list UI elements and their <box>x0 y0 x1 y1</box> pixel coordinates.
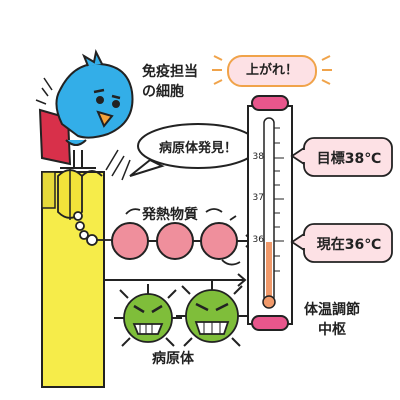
immune-cell-label-line2: の細胞 <box>142 84 184 100</box>
rise-shout: 上がれ！ <box>245 63 298 78</box>
tick-label-36: 36 <box>252 235 264 245</box>
thermometer <box>247 95 293 331</box>
setpoint-bubble <box>290 137 393 177</box>
pyrogen-label: 発熱物質 <box>142 207 198 223</box>
immune-cell-block <box>41 168 105 388</box>
pyrogen-sphere <box>156 222 194 260</box>
mercury-bulb <box>262 295 276 309</box>
current-temp-label: 現在36℃ <box>316 237 382 253</box>
immune-cell-label: 免疫担当 の細胞 <box>142 62 198 102</box>
thermoregulation-center-label: 体温調節 中枢 <box>304 300 360 340</box>
discovery-shout: 病原体発見！ <box>158 141 237 156</box>
alert-swoosh <box>105 149 131 181</box>
mercury-column <box>266 242 272 300</box>
immune-cell-label-line1: 免疫担当 <box>142 64 198 80</box>
pathogen-label: 病原体 <box>152 351 194 367</box>
pyrogen-sphere <box>200 222 238 260</box>
bird-mascot-icon <box>35 48 134 169</box>
pyrogen-chain <box>73 211 112 246</box>
pyrogen-motion-marks <box>125 208 241 266</box>
tick-label-37: 37 <box>252 193 264 203</box>
setpoint-label: 目標38℃ <box>316 151 382 167</box>
germ-icon <box>114 284 182 347</box>
current-bubble <box>290 223 393 263</box>
pyrogen-sphere <box>111 222 149 260</box>
center-label-line2: 中枢 <box>318 322 346 338</box>
tick-label-38: 38 <box>252 152 264 162</box>
pyrogen-spheres <box>111 222 238 260</box>
germ-icon <box>176 280 248 347</box>
rise-bubble <box>212 55 332 87</box>
center-label-line1: 体温調節 <box>304 302 360 318</box>
pathogen-link <box>104 273 247 287</box>
